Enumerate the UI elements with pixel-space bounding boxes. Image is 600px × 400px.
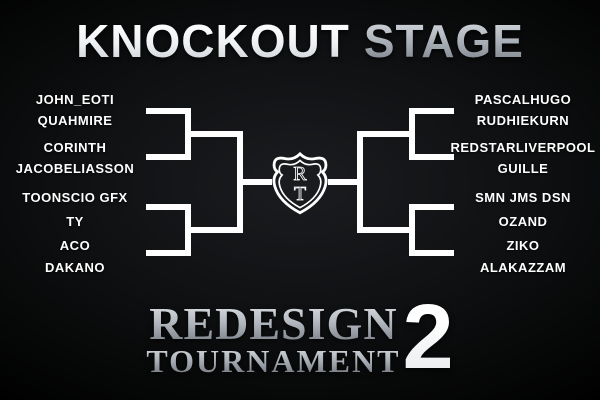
title-stage: STAGE: [363, 15, 524, 67]
bracket-line-left-q2-bottom: [146, 250, 191, 256]
player-name-left-5: TOONSCIO GFX: [22, 190, 128, 205]
bracket-line-right-q2-bottom: [409, 250, 454, 256]
player-name-right-8: ALAKAZZAM: [479, 260, 567, 275]
bracket-line-left-q1-top: [146, 108, 191, 114]
tournament-logo: REDESIGN TOURNAMENT 2: [0, 291, 600, 383]
rt-crest-shield-icon: R T: [267, 151, 333, 217]
bracket-line-left-q2-top: [146, 204, 191, 210]
bracket-line-left-semifinal-1: [185, 131, 243, 137]
player-name-right-6: OZAND: [498, 214, 548, 229]
player-name-right-7: ZIKO: [506, 238, 540, 253]
player-name-left-1: JOHN_EOTI: [35, 92, 115, 107]
player-name-right-3: REDSTARLIVERPOOL: [450, 140, 596, 155]
bracket-line-right-semifinal-2: [357, 227, 415, 233]
player-name-left-8: DAKANO: [44, 260, 106, 275]
logo-tournament-text: TOURNAMENT: [146, 343, 401, 379]
crest-monogram-r: R: [293, 163, 307, 185]
player-name-right-4: GUILLE: [497, 161, 549, 176]
player-name-left-4: JACOBELIASSON: [15, 161, 135, 176]
shield-inner-outline: [278, 159, 322, 209]
bracket-line-left-semifinal-2: [185, 227, 243, 233]
player-name-left-2: QUAHMIRE: [37, 113, 113, 128]
bracket-line-right-q2-top: [409, 204, 454, 210]
shield-outer-outline: [272, 151, 328, 215]
player-name-right-1: PASCALHUGO: [474, 92, 572, 107]
bracket-line-left-final-connector: [237, 179, 272, 185]
title-knockout: KNOCKOUT: [76, 15, 350, 67]
player-name-right-2: RUDHIEKURN: [476, 113, 570, 128]
bracket-line-right-q1-bottom: [409, 154, 454, 160]
logo-edition-number: 2: [402, 286, 454, 388]
crest-monogram-t: T: [294, 183, 306, 205]
player-name-left-3: CORINTH: [43, 140, 107, 155]
bracket-line-left-q1-bottom: [146, 154, 191, 160]
player-name-left-7: ACO: [59, 238, 91, 253]
bracket-line-right-q1-top: [409, 108, 454, 114]
player-name-right-5: SMN JMS DSN: [475, 190, 571, 205]
bracket-line-right-final-connector: [328, 179, 363, 185]
player-name-left-6: TY: [66, 214, 84, 229]
bracket-line-right-semifinal-1: [357, 131, 415, 137]
tournament-logo-text: REDESIGN TOURNAMENT: [146, 298, 401, 379]
logo-redesign-text: REDESIGN: [149, 298, 398, 349]
